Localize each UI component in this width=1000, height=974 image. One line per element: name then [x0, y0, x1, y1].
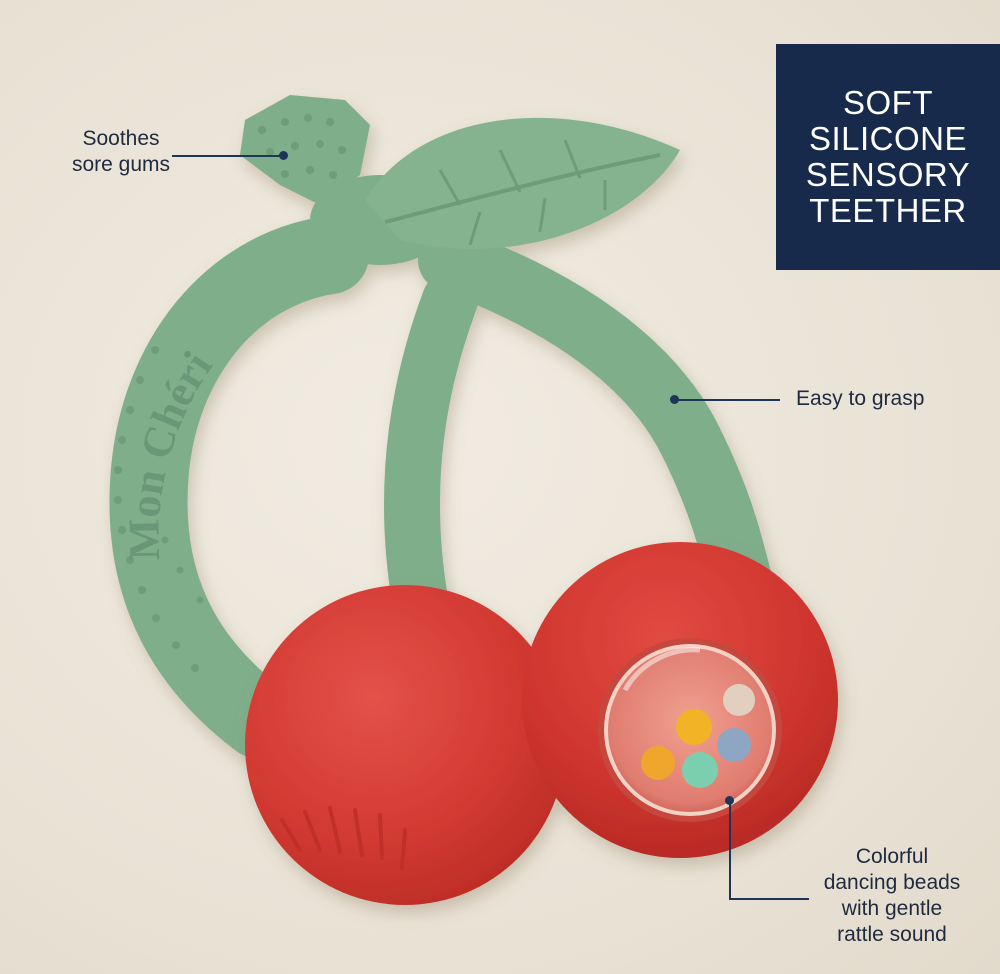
title-line: SENSORY [805, 156, 971, 193]
callout-dot [279, 151, 288, 160]
callout-line [172, 155, 282, 157]
callout-line [729, 898, 809, 900]
green-stem [109, 95, 772, 759]
title-line: TEETHER [809, 192, 967, 229]
callout-dot [670, 395, 679, 404]
callout-soothes: Soothes sore gums [71, 127, 171, 176]
bead [641, 746, 675, 780]
bead-window [598, 638, 782, 822]
bead [676, 709, 712, 745]
callout-line [729, 800, 731, 900]
title-line: SOFT [843, 84, 933, 121]
callout-beads: Colorful dancing beads with gentle rattl… [823, 845, 961, 946]
bead [717, 728, 751, 762]
title-box: SOFT SILICONE SENSORY TEETHER [776, 44, 1000, 270]
title-line: SILICONE [808, 120, 968, 157]
callout-line [675, 399, 780, 401]
bead [723, 684, 755, 716]
callout-grasp: Easy to grasp [796, 387, 925, 410]
bead [682, 752, 718, 788]
texture-dots [114, 114, 346, 672]
